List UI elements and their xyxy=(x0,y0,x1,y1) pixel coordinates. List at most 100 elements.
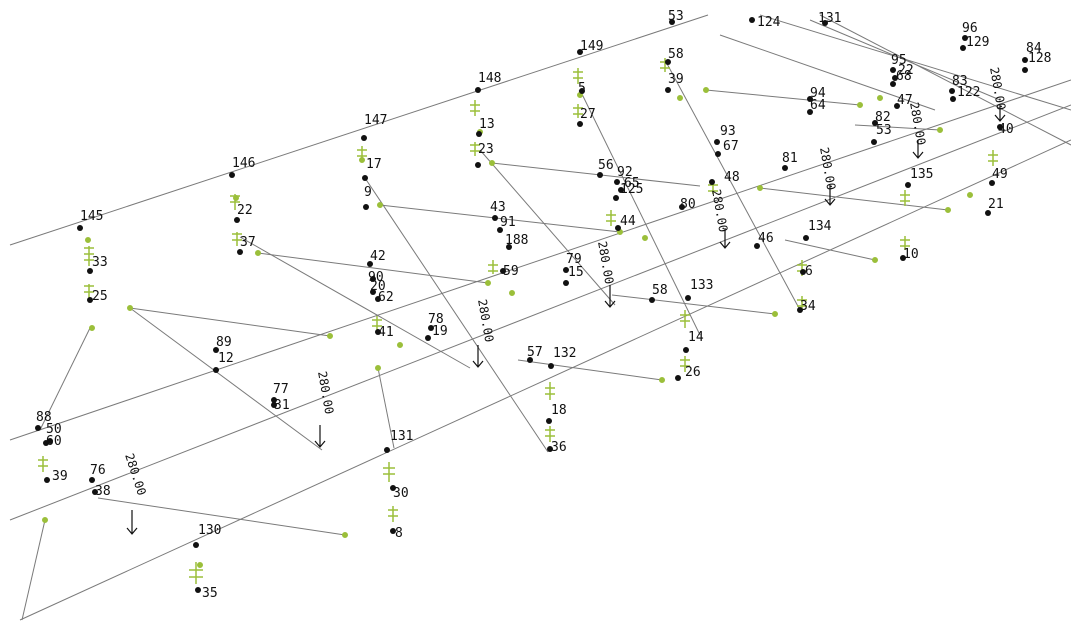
node-marker[interactable] xyxy=(985,210,991,216)
node-marker[interactable] xyxy=(782,165,788,171)
node-marker[interactable] xyxy=(213,367,219,373)
node-marker[interactable] xyxy=(577,49,583,55)
member-line xyxy=(479,149,616,306)
node-marker[interactable] xyxy=(548,363,554,369)
node-marker[interactable] xyxy=(362,175,368,181)
node-marker[interactable] xyxy=(363,204,369,210)
node-marker[interactable] xyxy=(683,347,689,353)
node-marker[interactable] xyxy=(949,88,955,94)
node-marker[interactable] xyxy=(475,162,481,168)
node-marker[interactable] xyxy=(229,172,235,178)
node-marker[interactable] xyxy=(715,151,721,157)
node-marker[interactable] xyxy=(425,335,431,341)
node-label: 36 xyxy=(551,440,567,455)
node-marker[interactable] xyxy=(35,425,41,431)
node-marker[interactable] xyxy=(900,255,906,261)
node-marker[interactable] xyxy=(894,103,900,109)
node-label: 88 xyxy=(36,410,52,425)
node-marker[interactable] xyxy=(390,528,396,534)
node-marker[interactable] xyxy=(370,276,376,282)
node-marker[interactable] xyxy=(749,17,755,23)
node-marker[interactable] xyxy=(665,87,671,93)
node-marker[interactable] xyxy=(807,96,813,102)
node-marker[interactable] xyxy=(597,172,603,178)
node-marker[interactable] xyxy=(234,217,240,223)
node-marker[interactable] xyxy=(989,180,995,186)
node-marker[interactable] xyxy=(618,187,624,193)
node-marker[interactable] xyxy=(546,418,552,424)
node-marker[interactable] xyxy=(950,96,956,102)
node-marker[interactable] xyxy=(754,243,760,249)
node-marker[interactable] xyxy=(476,131,482,137)
node-marker[interactable] xyxy=(960,45,966,51)
node-marker[interactable] xyxy=(271,397,277,403)
node-marker[interactable] xyxy=(649,297,655,303)
node-label: 22 xyxy=(237,203,253,218)
node-marker[interactable] xyxy=(579,88,585,94)
node-marker[interactable] xyxy=(890,81,896,87)
node-marker[interactable] xyxy=(685,295,691,301)
node-label: 21 xyxy=(988,197,1004,212)
node-marker[interactable] xyxy=(872,120,878,126)
node-marker[interactable] xyxy=(892,75,898,81)
node-marker[interactable] xyxy=(271,402,277,408)
node-marker[interactable] xyxy=(807,109,813,115)
node-marker[interactable] xyxy=(384,447,390,453)
node-marker[interactable] xyxy=(87,268,93,274)
node-marker[interactable] xyxy=(871,139,877,145)
node-marker[interactable] xyxy=(547,446,553,452)
node-marker[interactable] xyxy=(803,235,809,241)
node-marker[interactable] xyxy=(500,268,506,274)
node-marker[interactable] xyxy=(615,225,621,231)
node-marker[interactable] xyxy=(714,139,720,145)
node-marker[interactable] xyxy=(213,347,219,353)
node-marker[interactable] xyxy=(613,195,619,201)
node-label: 40 xyxy=(998,122,1014,137)
node-marker[interactable] xyxy=(92,489,98,495)
node-marker[interactable] xyxy=(962,35,968,41)
node-marker[interactable] xyxy=(797,307,803,313)
node-marker[interactable] xyxy=(614,179,620,185)
load-label: 280.00 xyxy=(595,240,616,285)
node-label: 59 xyxy=(503,264,519,279)
node-marker[interactable] xyxy=(1022,57,1028,63)
node-marker[interactable] xyxy=(497,227,503,233)
node-marker[interactable] xyxy=(89,477,95,483)
node-marker[interactable] xyxy=(361,135,367,141)
node-marker[interactable] xyxy=(193,542,199,548)
node-marker[interactable] xyxy=(800,269,806,275)
node-marker[interactable] xyxy=(375,296,381,302)
node-marker[interactable] xyxy=(679,204,685,210)
node-marker[interactable] xyxy=(475,87,481,93)
node-marker[interactable] xyxy=(997,124,1003,130)
node-marker[interactable] xyxy=(563,267,569,273)
node-marker[interactable] xyxy=(370,289,376,295)
member-line xyxy=(377,367,395,449)
node-label: 149 xyxy=(580,39,603,54)
node-marker[interactable] xyxy=(44,477,50,483)
node-marker[interactable] xyxy=(890,67,896,73)
node-marker[interactable] xyxy=(1022,67,1028,73)
node-marker[interactable] xyxy=(375,329,381,335)
node-marker[interactable] xyxy=(506,244,512,250)
node-marker[interactable] xyxy=(905,182,911,188)
node-marker[interactable] xyxy=(665,59,671,65)
node-marker[interactable] xyxy=(47,438,53,444)
node-marker[interactable] xyxy=(527,357,533,363)
node-marker[interactable] xyxy=(563,280,569,286)
node-marker[interactable] xyxy=(77,225,83,231)
node-marker[interactable] xyxy=(428,325,434,331)
node-marker[interactable] xyxy=(390,485,396,491)
node-marker[interactable] xyxy=(669,19,675,25)
node-marker[interactable] xyxy=(237,249,243,255)
node-marker[interactable] xyxy=(675,375,681,381)
node-marker[interactable] xyxy=(87,297,93,303)
node-marker[interactable] xyxy=(577,121,583,127)
node-marker[interactable] xyxy=(709,179,715,185)
node-marker[interactable] xyxy=(195,587,201,593)
node-marker[interactable] xyxy=(492,215,498,221)
node-marker[interactable] xyxy=(367,261,373,267)
node-marker[interactable] xyxy=(822,20,828,26)
member-line xyxy=(705,89,861,106)
